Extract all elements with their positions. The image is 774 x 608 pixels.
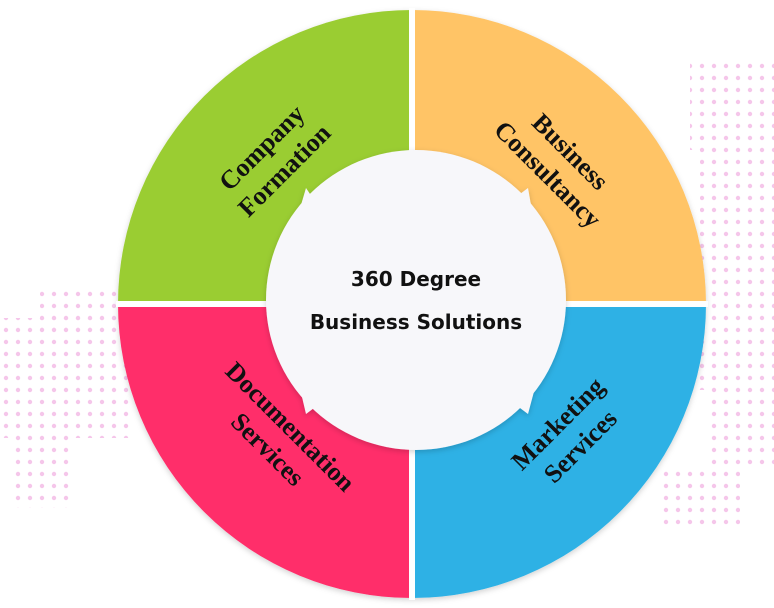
background-dot-pattern (0, 60, 774, 530)
arrow-notch-top-right-icon (504, 188, 534, 222)
arrow-notch-top-left-icon (296, 188, 326, 222)
center-title-line-2: Business Solutions (310, 310, 522, 334)
center-hub (266, 150, 566, 450)
center-title-line-1: 360 Degree (351, 267, 481, 291)
arrow-notch-bottom-right-icon (504, 384, 536, 414)
arrow-notch-bottom-left-icon (298, 380, 330, 414)
